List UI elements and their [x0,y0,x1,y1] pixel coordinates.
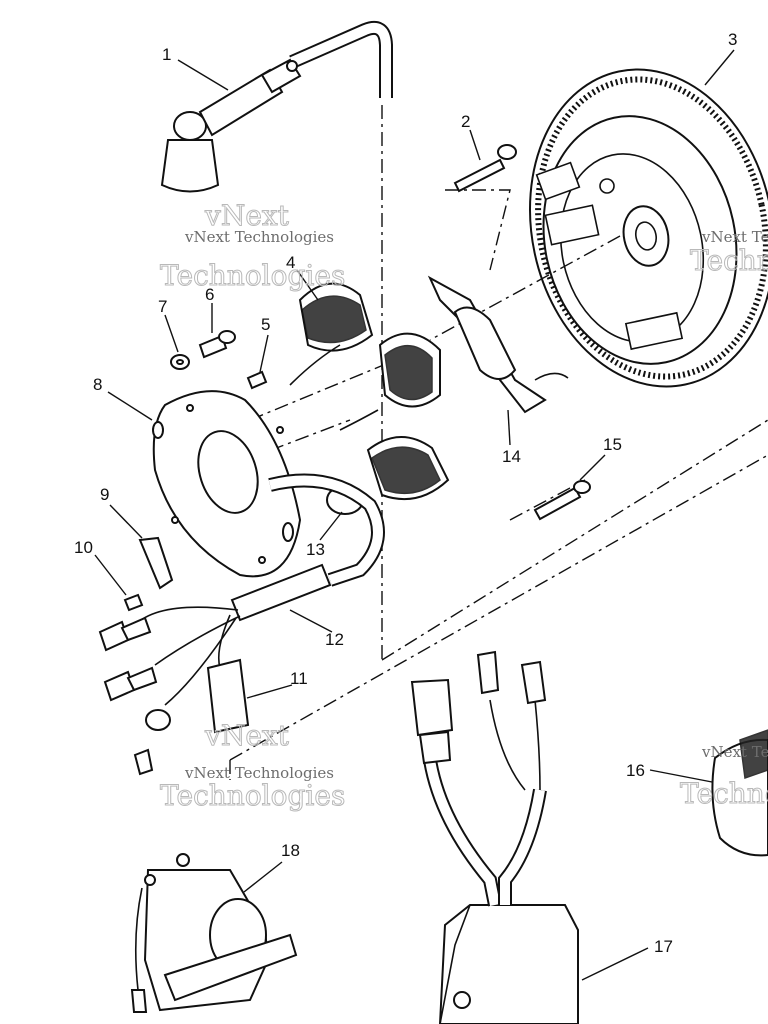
watermark-bottom-right: vNext Technologies Technologies [680,743,768,811]
label-18: 18 [281,841,300,860]
spark-plug-cap [160,20,393,193]
part-16 [711,729,768,857]
svg-text:vNext Technologies: vNext Technologies [701,228,768,246]
label-6: 6 [205,285,214,304]
label-17: 17 [654,937,673,956]
starter-solenoid [130,853,298,1013]
label-7: 7 [158,297,167,316]
cdi-module [410,650,579,1024]
stator-plate [152,390,302,578]
label-5: 5 [261,315,270,334]
label-15: 15 [603,435,622,454]
svg-text:vNext Technologies: vNext Technologies [701,743,768,761]
svg-text:Technologies: Technologies [160,259,345,292]
svg-text:vNext: vNext [204,199,290,232]
label-8: 8 [93,375,102,394]
screw-6 [198,330,236,359]
screw-5 [246,370,268,390]
label-4: 4 [286,253,295,272]
screw-10 [123,593,144,612]
assembly-center-lines [229,105,768,780]
label-11: 11 [290,669,308,688]
watermark-middle: vNext Technologies vNext Technologies [160,719,346,813]
label-10: 10 [74,538,93,557]
callout-labels: 1 2 3 4 5 6 7 8 9 10 11 12 13 14 15 16 1… [74,30,737,956]
bracket-9 [138,536,174,590]
svg-text:vNext Technologies: vNext Technologies [184,764,334,782]
label-1: 1 [162,45,171,64]
svg-text:vNext Technologies: vNext Technologies [184,228,334,246]
bolt-2 [453,144,517,193]
label-3: 3 [728,30,737,49]
bolt-15 [533,480,591,521]
washer-7 [170,354,190,370]
label-13: 13 [306,540,325,559]
svg-text:Technologies: Technologies [690,244,768,277]
label-2: 2 [461,112,470,131]
flywheel [528,68,768,388]
stator-coils [289,282,450,501]
watermark-right: vNext Technologies Technologies [690,228,768,278]
label-16: 16 [626,761,645,780]
label-9: 9 [100,485,109,504]
watermark-top: vNext Technologies vNext Technologies [160,199,346,293]
svg-text:Technologies: Technologies [160,779,345,812]
svg-text:vNext: vNext [204,719,290,752]
pulser-coil [427,275,569,414]
label-12: 12 [325,630,344,649]
svg-text:Technologies: Technologies [680,777,768,810]
label-14: 14 [502,447,521,466]
leader-lines [94,49,735,981]
grommet-wire-harness [98,473,385,776]
